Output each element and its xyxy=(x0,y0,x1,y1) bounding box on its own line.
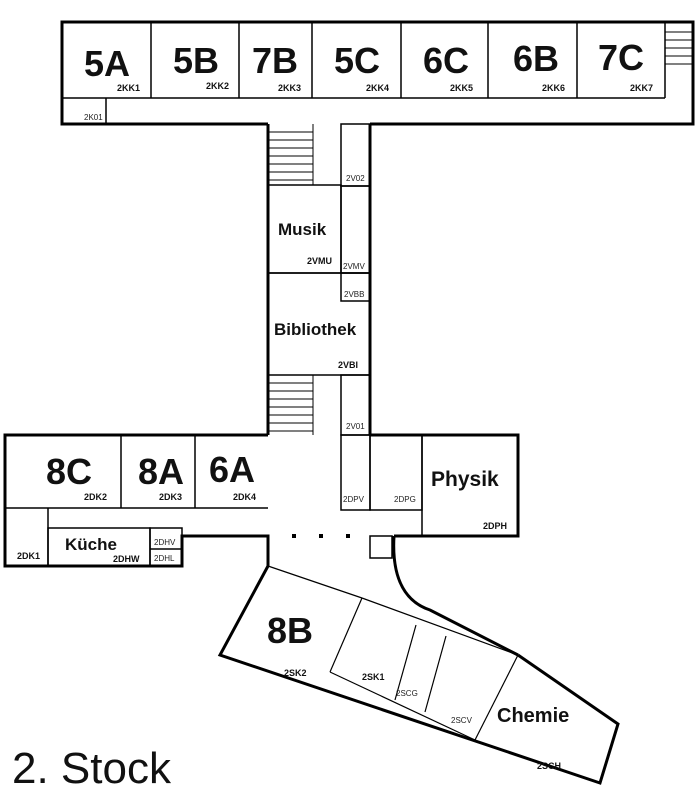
room-name: Küche xyxy=(65,535,117,554)
room-name: Chemie xyxy=(497,705,569,727)
room-name: Bibliothek xyxy=(274,320,357,339)
room-2dhl-label: 2DHL xyxy=(154,554,175,563)
room-code: 2DPH xyxy=(483,521,507,531)
room-7c[interactable]: 7C 2KK7 xyxy=(598,37,653,93)
room-2dpv-label: 2DPV xyxy=(343,495,365,504)
room-7b[interactable]: 7B 2KK3 xyxy=(252,40,301,93)
floor-title: 2. Stock xyxy=(12,744,172,793)
room-code: 2DK2 xyxy=(84,492,107,502)
room-code: 2KK6 xyxy=(542,83,565,93)
room-2k01-label: 2K01 xyxy=(84,113,103,122)
room-2dhv-label: 2DHV xyxy=(154,538,176,547)
top-wing-outline xyxy=(60,20,695,126)
room-code: 2VBI xyxy=(338,360,358,370)
room-code: 2KK7 xyxy=(630,83,653,93)
room-2scg-label: 2SCG xyxy=(396,689,418,698)
room-musik[interactable]: Musik 2VMU xyxy=(278,220,332,266)
room-8a[interactable]: 8A 2DK3 xyxy=(138,451,184,502)
room-code: 2DK3 xyxy=(159,492,182,502)
room-code: 2KK1 xyxy=(117,83,140,93)
room-name: 6B xyxy=(513,38,559,79)
room-8b[interactable]: 8B 2SK2 xyxy=(267,610,313,678)
room-2dk1-label: 2DK1 xyxy=(17,551,40,561)
room-6b[interactable]: 6B 2KK6 xyxy=(513,38,565,93)
room-name: 5B xyxy=(173,40,219,81)
room-code: 2DK4 xyxy=(233,492,256,502)
room-2vbb-label: 2VBB xyxy=(344,290,364,299)
room-code: 2SK2 xyxy=(284,668,307,678)
room-code: 2KK3 xyxy=(278,83,301,93)
room-5a[interactable]: 5A 2KK1 xyxy=(84,43,140,93)
room-2scv-label: 2SCV xyxy=(451,716,473,725)
room-5b[interactable]: 5B 2KK2 xyxy=(173,40,229,91)
room-kueche[interactable]: Küche 2DHW xyxy=(65,535,140,564)
room-5c[interactable]: 5C 2KK4 xyxy=(334,40,389,93)
room-name: Musik xyxy=(278,220,327,239)
room-name: 5A xyxy=(84,43,130,84)
room-code: 2SCH xyxy=(537,761,561,771)
room-code: 2DHW xyxy=(113,554,140,564)
room-name: 6A xyxy=(209,449,255,490)
room-2dpg-label: 2DPG xyxy=(394,495,416,504)
room-name: 7B xyxy=(252,40,298,81)
room-6a[interactable]: 6A 2DK4 xyxy=(209,449,256,502)
walls xyxy=(3,20,695,785)
room-physik[interactable]: Physik 2DPH xyxy=(431,468,507,531)
room-name: 6C xyxy=(423,40,469,81)
room-2v02-label: 2V02 xyxy=(346,174,365,183)
room-code: 2KK2 xyxy=(206,81,229,91)
room-chemie[interactable]: Chemie 2SCH xyxy=(497,705,569,771)
room-2vmv-label: 2VMV xyxy=(343,262,365,271)
room-2sk1-label: 2SK1 xyxy=(362,672,385,682)
room-name: 7C xyxy=(598,37,644,78)
room-bibliothek[interactable]: Bibliothek 2VBI xyxy=(274,320,358,370)
room-name: 8C xyxy=(46,451,92,492)
room-code: 2KK5 xyxy=(450,83,473,93)
room-8c[interactable]: 8C 2DK2 xyxy=(46,451,107,502)
room-name: Physik xyxy=(431,468,499,491)
room-code: 2KK4 xyxy=(366,83,389,93)
room-2v01-label: 2V01 xyxy=(346,422,365,431)
room-name: 8A xyxy=(138,451,184,492)
room-name: 5C xyxy=(334,40,380,81)
room-6c[interactable]: 6C 2KK5 xyxy=(423,40,473,93)
room-name: 8B xyxy=(267,610,313,651)
room-code: 2VMU xyxy=(307,256,332,266)
